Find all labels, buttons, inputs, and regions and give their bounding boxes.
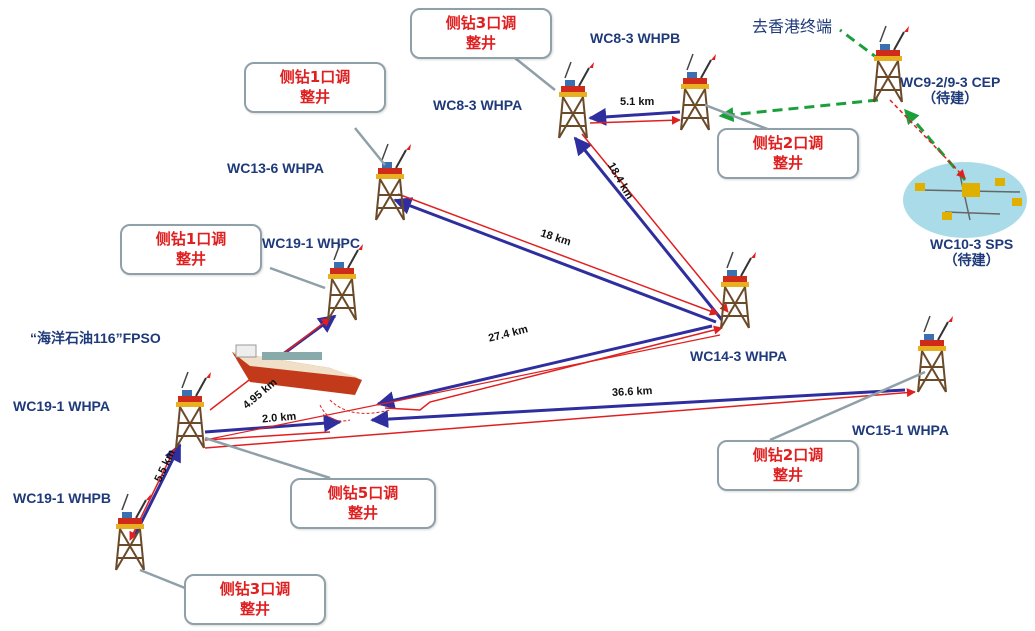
platform-wc19-1-whpa bbox=[175, 371, 212, 449]
label-wc8-3-whpa: WC8-3 WHPA bbox=[433, 97, 523, 113]
label-wc9-cep-line1: WC9-2/9-3 CEP bbox=[900, 74, 1001, 90]
callout-line1: 侧钻1口调 bbox=[279, 68, 351, 86]
callout-line2: 整井 bbox=[239, 599, 270, 618]
label-wc19-1-whpb: WC19-1 WHPB bbox=[13, 490, 112, 506]
label-wc15-1-whpa: WC15-1 WHPA bbox=[852, 422, 949, 438]
label-fpso: “海洋石油116”FPSO bbox=[30, 330, 161, 346]
label-wc19-1-whpc: WC19-1 WHPC bbox=[262, 235, 361, 251]
callout-line2: 整井 bbox=[347, 503, 378, 522]
label-wc13-6-whpa: WC13-6 WHPA bbox=[227, 160, 324, 176]
callout-wc8-3-whpb: 侧钻2口调整井 bbox=[717, 128, 859, 179]
callout-line2: 整井 bbox=[299, 87, 330, 106]
callout-wc19-1-whpc: 侧钻1口调整井 bbox=[120, 224, 262, 275]
callout-line1: 侧钻5口调 bbox=[327, 484, 399, 502]
label-wc9-cep: WC9-2/9-3 CEP（待建） bbox=[900, 74, 1000, 106]
label-wc10-3-sps-line2: （待建） bbox=[943, 252, 1000, 269]
callout-wc19-1-whpa: 侧钻5口调整井 bbox=[290, 478, 436, 529]
platform-wc8-3-whpa bbox=[558, 61, 595, 139]
platform-wc14-3-whpa bbox=[720, 251, 757, 329]
platform-wc13-6-whpa bbox=[375, 143, 412, 221]
label-hk-terminal: 去香港终端 bbox=[752, 17, 833, 36]
platform-wc8-3-whpb bbox=[680, 53, 717, 131]
callout-line1: 侧钻3口调 bbox=[445, 14, 517, 32]
label-wc10-3-sps: WC10-3 SPS（待建） bbox=[930, 236, 1013, 268]
callout-line2: 整井 bbox=[772, 153, 803, 172]
label-wc10-3-sps-line1: WC10-3 SPS bbox=[930, 236, 1014, 252]
dist-36-6-km: 36.6 km bbox=[611, 384, 653, 400]
fpso-vessel bbox=[232, 344, 391, 422]
label-wc8-3-whpb: WC8-3 WHPB bbox=[590, 30, 681, 46]
label-wc14-3-whpa: WC14-3 WHPA bbox=[690, 348, 787, 364]
label-wc19-1-whpa: WC19-1 WHPA bbox=[13, 398, 110, 414]
callout-wc8-3-whpa: 侧钻3口调整井 bbox=[410, 8, 552, 59]
dist-5-1-km: 5.1 km bbox=[620, 96, 655, 108]
callout-line2: 整井 bbox=[772, 465, 803, 484]
platform-wc15-1-whpa bbox=[917, 315, 954, 393]
callout-line2: 整井 bbox=[175, 249, 206, 268]
callout-wc13-6-whpa: 侧钻1口调整井 bbox=[244, 62, 386, 113]
callout-wc15-1-whpa: 侧钻2口调整井 bbox=[717, 440, 859, 491]
label-wc9-cep-line2: （待建） bbox=[922, 90, 979, 107]
callout-line1: 侧钻2口调 bbox=[752, 134, 824, 152]
callout-line2: 整井 bbox=[465, 33, 496, 52]
callout-line1: 侧钻3口调 bbox=[219, 580, 291, 598]
callout-line1: 侧钻2口调 bbox=[752, 446, 824, 464]
callout-line1: 侧钻1口调 bbox=[155, 230, 227, 248]
platform-wc19-1-whpc bbox=[327, 243, 364, 321]
callout-wc19-1-whpb: 侧钻3口调整井 bbox=[184, 574, 326, 625]
